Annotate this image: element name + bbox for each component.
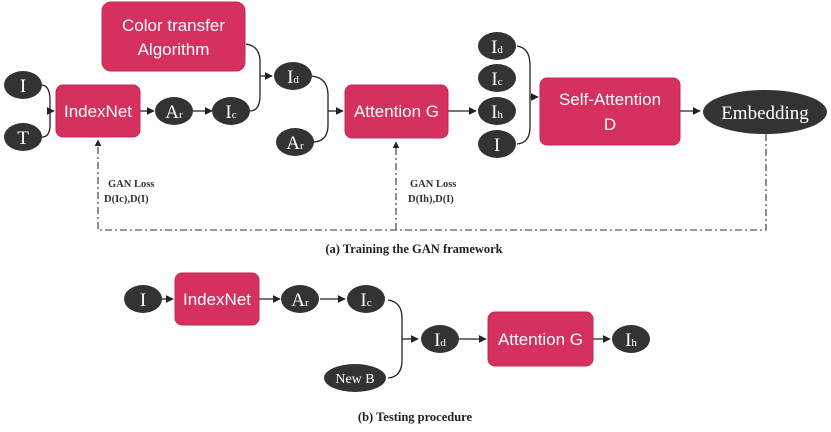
training-attention-g-box: Attention G (344, 84, 449, 139)
gan-loss-label-attention: GAN Loss D(Ih),D(I) (408, 179, 456, 205)
svg-text:IndexNet: IndexNet (64, 102, 132, 121)
self-attention-label-line1: Self-Attention (559, 90, 661, 109)
training-indexnet-box: IndexNet (55, 84, 141, 138)
testing-ih-node: Ih (612, 325, 650, 353)
gan-loss-feedback-lines (94, 134, 767, 231)
disc-input-ic: Ic (478, 64, 516, 92)
svg-text:GAN Loss: GAN Loss (108, 179, 154, 190)
svg-text:Embedding: Embedding (721, 103, 809, 124)
testing-caption: (b) Testing procedure (358, 410, 473, 424)
svg-text:Ar: Ar (286, 133, 304, 154)
svg-text:Attention G: Attention G (354, 102, 439, 121)
training-input-i: I (4, 71, 42, 99)
color-transfer-algorithm-box: Color transfer Algorithm (101, 1, 246, 72)
svg-text:Ic: Ic (225, 102, 236, 123)
svg-text:Ar: Ar (291, 290, 309, 311)
svg-text:Id: Id (434, 330, 446, 351)
svg-text:I: I (140, 290, 146, 311)
training-input-t: T (4, 123, 42, 151)
svg-text:Attention G: Attention G (498, 330, 583, 349)
gan-loss-label-indexnet: GAN Loss D(Ic),D(I) (104, 179, 154, 205)
training-caption: (a) Training the GAN framework (325, 242, 502, 256)
svg-text:D(Ic),D(I): D(Ic),D(I) (104, 194, 149, 205)
disc-input-id: Id (478, 32, 516, 60)
self-attention-d-box: Self-Attention D (539, 77, 681, 146)
embedding-node: Embedding (703, 90, 827, 134)
training-ar-second-node: Ar (276, 128, 314, 156)
svg-text:Ic: Ic (360, 290, 371, 311)
svg-text:Id: Id (287, 67, 299, 88)
svg-text:IndexNet: IndexNet (183, 290, 251, 309)
training-ic-node: Ic (212, 97, 250, 125)
testing-ic-node: Ic (347, 285, 385, 313)
testing-new-b-node: New B (324, 364, 386, 392)
svg-text:I: I (494, 135, 500, 156)
testing-connectors (162, 295, 611, 379)
testing-indexnet-box: IndexNet (174, 272, 260, 326)
testing-attention-g-box: Attention G (487, 311, 594, 367)
svg-text:I: I (20, 76, 26, 97)
svg-text:T: T (17, 128, 29, 149)
training-connectors (41, 43, 701, 145)
color-transfer-label-line1: Color transfer (122, 16, 225, 35)
disc-input-i: I (478, 130, 516, 158)
testing-id-node: Id (421, 325, 459, 353)
testing-input-i: I (124, 285, 162, 313)
svg-text:Ar: Ar (165, 102, 183, 123)
testing-ar-node: Ar (281, 285, 319, 313)
svg-text:Id: Id (491, 37, 503, 58)
color-transfer-label-line2: Algorithm (138, 40, 210, 59)
svg-text:Ic: Ic (491, 69, 502, 90)
training-ar-node: Ar (155, 97, 193, 125)
self-attention-label-line2: D (604, 115, 616, 134)
svg-text:GAN Loss: GAN Loss (410, 179, 456, 190)
svg-text:Ih: Ih (491, 102, 503, 123)
svg-text:Ih: Ih (625, 330, 637, 351)
svg-text:New B: New B (335, 372, 374, 387)
disc-input-ih: Ih (478, 97, 516, 125)
training-id-node: Id (274, 62, 312, 90)
svg-text:D(Ih),D(I): D(Ih),D(I) (408, 194, 454, 205)
